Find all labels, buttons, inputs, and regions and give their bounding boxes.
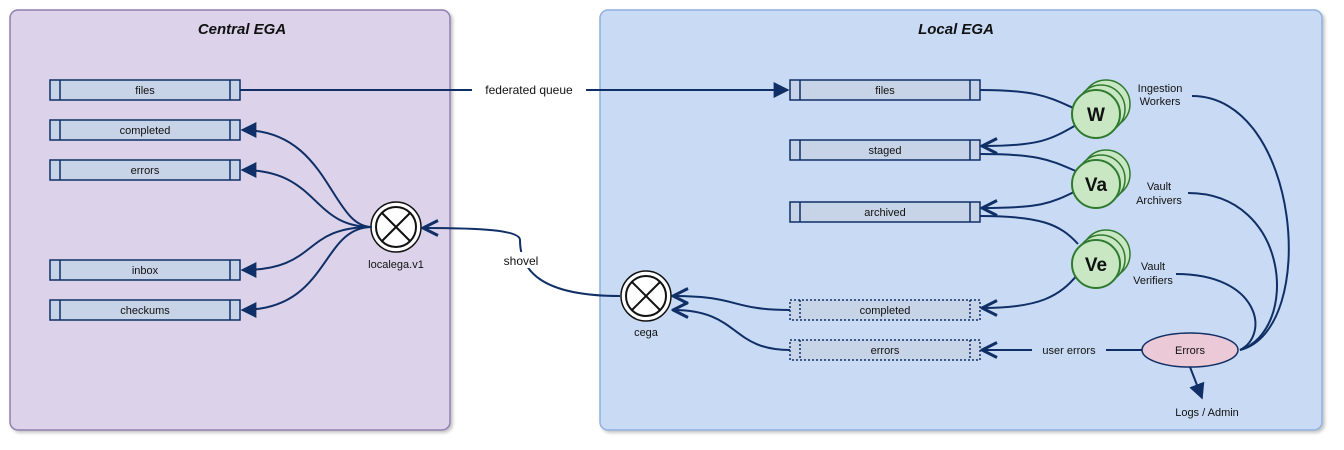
worker-label-line2: Archivers	[1136, 195, 1182, 207]
edge-verifiers-completed	[982, 273, 1079, 308]
queue-label: archived	[864, 207, 906, 219]
edge-archivers-archived	[982, 189, 1079, 208]
edge-workers-errors	[1191, 95, 1290, 351]
queue-label: errors	[871, 345, 900, 357]
exchange-cega[interactable]	[620, 270, 672, 322]
federated-queue-label: federated queue	[485, 83, 573, 97]
worker-label-line1: Vault	[1141, 261, 1165, 273]
exchange-label: cega	[634, 327, 659, 339]
edge-completed-cega	[673, 296, 791, 311]
local-queue-staged[interactable]: staged	[789, 139, 981, 161]
logs-admin-label: Logs / Admin	[1175, 407, 1239, 419]
queue-label: staged	[868, 145, 901, 157]
worker-label-line1: Vault	[1147, 181, 1171, 193]
worker-label-line2: Verifiers	[1133, 275, 1173, 287]
local-queue-completed[interactable]: completed	[789, 299, 981, 321]
central-queue-completed[interactable]: completed	[49, 119, 241, 141]
queue-label: completed	[860, 305, 911, 317]
edge-logs-admin	[1189, 366, 1205, 400]
worker-letter: Ve	[1085, 255, 1107, 276]
worker-vault-archivers[interactable]: Va	[1071, 149, 1131, 209]
exchange-localega-v1[interactable]	[370, 201, 422, 253]
local-queue-archived[interactable]: archived	[789, 201, 981, 223]
queue-label: files	[135, 85, 155, 97]
edge-shovel	[423, 228, 621, 297]
edge-exchange-checkums	[240, 226, 373, 318]
shovel-label: shovel	[504, 254, 539, 268]
queue-label: errors	[131, 165, 160, 177]
queue-label: completed	[120, 125, 171, 137]
local-queue-files[interactable]: files	[789, 79, 981, 101]
edge-exchange-errors	[240, 162, 373, 228]
edge-staged-archivers	[979, 153, 1079, 173]
central-queue-files[interactable]: files	[49, 79, 241, 101]
central-queue-checkums[interactable]: checkums	[49, 299, 241, 321]
edge-archivers-errors	[1187, 192, 1278, 351]
worker-label-line1: Ingestion	[1138, 83, 1183, 95]
queue-label: inbox	[132, 265, 159, 277]
errors-node-label: Errors	[1175, 345, 1205, 357]
local-queue-errors[interactable]: errors	[789, 339, 981, 361]
worker-letter: W	[1087, 105, 1105, 126]
edge-files-workers	[979, 89, 1079, 111]
exchange-label: localega.v1	[368, 259, 424, 271]
edge-archived-verifiers	[979, 215, 1079, 245]
worker-letter: Va	[1085, 175, 1108, 196]
worker-vault-verifiers[interactable]: Ve	[1071, 229, 1131, 289]
edge-exchange-completed	[240, 122, 373, 228]
central-queue-inbox[interactable]: inbox	[49, 259, 241, 281]
local-ega-title: Local EGA	[918, 21, 994, 38]
edge-exchange-inbox	[240, 226, 373, 278]
user-errors-label: user errors	[1042, 345, 1096, 357]
edge-workers-staged	[982, 123, 1079, 146]
worker-label-line2: Workers	[1140, 96, 1181, 108]
edge-errors-cega	[673, 310, 791, 351]
queue-label: checkums	[120, 305, 170, 317]
central-ega-title: Central EGA	[198, 21, 286, 38]
queue-label: files	[875, 85, 895, 97]
central-ega-panel	[9, 9, 451, 431]
worker-ingestion[interactable]: W	[1071, 79, 1131, 139]
edge-verifiers-errors	[1175, 273, 1257, 351]
shovel-label-bg	[498, 252, 544, 268]
central-queue-errors[interactable]: errors	[49, 159, 241, 181]
